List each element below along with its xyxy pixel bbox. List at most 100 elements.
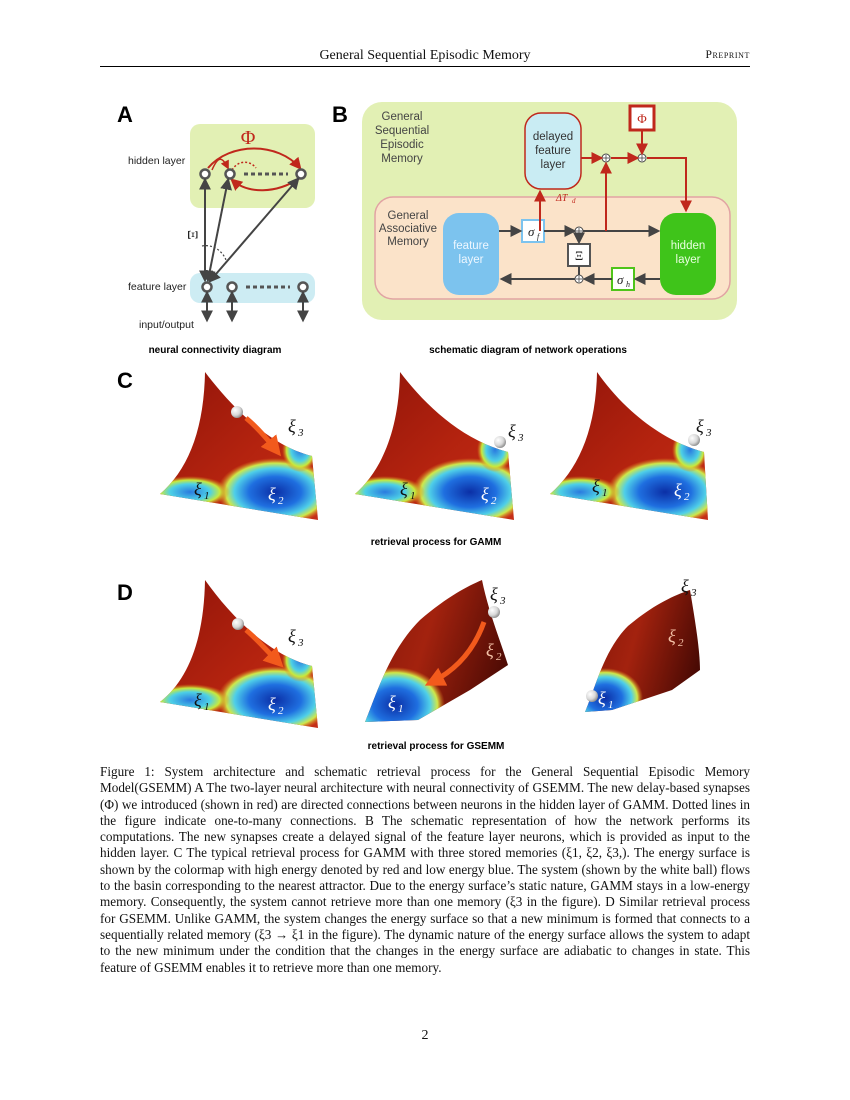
xi1-label: ξ <box>592 476 600 496</box>
xi3-label: ξ <box>490 584 498 604</box>
running-header-title: General Sequential Episodic Memory <box>319 48 531 63</box>
xi1-label: ξ <box>598 688 606 708</box>
delay-sub: d <box>572 197 576 205</box>
io-label: input/output <box>139 319 194 331</box>
xi3-sub: 3 <box>499 595 506 607</box>
xi1-sub: 1 <box>410 490 416 502</box>
xi3-label: ξ <box>696 416 704 436</box>
running-header: General Sequential Episodic Memory Prepr… <box>100 48 750 67</box>
to-hidden-arrow <box>647 157 692 213</box>
xi1-label: ξ <box>194 690 202 710</box>
state-ball <box>231 406 243 418</box>
gamm-surface-1 <box>160 372 318 520</box>
xi2-sub: 2 <box>684 491 690 503</box>
gsemm-label-2: Sequential <box>375 125 429 137</box>
phi-arc-top <box>207 147 302 170</box>
feature-box-label-2: layer <box>459 254 484 266</box>
xi2-sub: 2 <box>278 705 284 717</box>
state-ball <box>586 690 598 702</box>
xi1-sub: 1 <box>608 699 614 711</box>
xi2-label: ξ <box>481 484 489 504</box>
xi3-sub: 3 <box>297 427 304 439</box>
panel-a-letter: A <box>117 102 133 127</box>
feature-neuron <box>201 281 213 293</box>
xi1-label: ξ <box>194 479 202 499</box>
flow-arrow <box>244 416 281 457</box>
xi1-label: ξ <box>400 479 408 499</box>
xi2-label: ξ <box>674 480 682 500</box>
gsemm-surface-1 <box>160 580 318 728</box>
delayed-label-1: delayed <box>533 131 573 143</box>
flow-arrow <box>244 628 284 668</box>
xi2-sub: 2 <box>278 495 284 507</box>
phi-box <box>628 104 656 132</box>
phi-box-label: Φ <box>637 111 647 126</box>
gsemm-surface-3 <box>585 590 700 712</box>
xi3-label: ξ <box>288 626 296 646</box>
gsemm-label-4: Memory <box>381 153 423 165</box>
panel-b-letter: B <box>332 102 348 127</box>
xi2-sub: 2 <box>678 637 684 649</box>
gsemm-label-3: Episodic <box>380 139 424 151</box>
sigma-h-sub: h <box>626 280 630 289</box>
flow-arrow <box>424 621 487 686</box>
xi3-label: ξ <box>681 576 689 596</box>
delayed-label-3: layer <box>541 159 566 171</box>
xi2-sub: 2 <box>491 495 497 507</box>
xi1-sub: 1 <box>204 490 210 502</box>
sigma-f-symbol: σ <box>528 224 535 239</box>
panel-c-caption: retrieval process for GAMM <box>371 537 502 548</box>
state-ball <box>488 606 500 618</box>
gamm-label-3: Memory <box>387 236 429 248</box>
state-ball <box>494 436 506 448</box>
xi3-label: ξ <box>288 416 296 436</box>
xi1-sub: 1 <box>602 487 608 499</box>
phi-self-arc <box>211 158 229 171</box>
feature-neuron <box>297 281 309 293</box>
panel-b-caption: schematic diagram of network operations <box>429 345 627 356</box>
panel-c-letter: C <box>117 368 133 393</box>
xi3-sub: 3 <box>705 427 712 439</box>
xi-box-label: Ξ <box>575 248 583 263</box>
xi1-sub: 1 <box>398 703 404 715</box>
xi3-sub: 3 <box>690 587 697 599</box>
xi1-sub: 1 <box>204 701 210 713</box>
hidden-neuron <box>295 168 307 180</box>
running-header-tag: Preprint <box>705 49 750 61</box>
hidden-layer-box <box>660 213 716 295</box>
figure-caption: Figure 1: System architecture and schema… <box>100 764 750 976</box>
xi3-sub: 3 <box>297 637 304 649</box>
feature-layer-box <box>443 213 499 295</box>
xi3-label: ξ <box>508 421 516 441</box>
hidden-box-label-2: layer <box>676 254 701 266</box>
xi2-sub: 2 <box>496 651 502 663</box>
xi2-label: ξ <box>668 626 676 646</box>
xi-label: Ξ <box>184 230 200 240</box>
xi2-label: ξ <box>268 484 276 504</box>
gamm-label-1: General <box>388 210 429 222</box>
xi3-sub: 3 <box>517 432 524 444</box>
hidden-neuron <box>199 168 211 180</box>
panel-a-caption: neural connectivity diagram <box>149 345 282 356</box>
state-ball <box>232 618 244 630</box>
feature-neuron <box>226 281 238 293</box>
delay-label: ΔT <box>555 193 569 204</box>
feature-layer-label: feature layer <box>128 281 187 293</box>
hidden-box-label-1: hidden <box>671 240 706 252</box>
panel-d-letter: D <box>117 580 133 605</box>
state-ball <box>688 434 700 446</box>
sigma-h-symbol: σ <box>617 272 624 287</box>
page-number: 2 <box>421 1028 429 1043</box>
caption-paragraph: Figure 1: System architecture and schema… <box>100 764 750 975</box>
xi1-label: ξ <box>388 692 396 712</box>
hidden-layer-label: hidden layer <box>128 155 186 167</box>
xi2-label: ξ <box>486 640 494 660</box>
phi-label: Φ <box>241 127 256 149</box>
delayed-label-2: feature <box>535 145 571 157</box>
gsemm-label-1: General <box>382 111 423 123</box>
hidden-neuron <box>224 168 236 180</box>
figure-1: A Φ hidden layer feature layer input/out… <box>117 102 737 752</box>
sigma-f-sub: f <box>537 232 541 241</box>
panel-d-caption: retrieval process for GSEMM <box>368 741 505 752</box>
xi2-label: ξ <box>268 694 276 714</box>
